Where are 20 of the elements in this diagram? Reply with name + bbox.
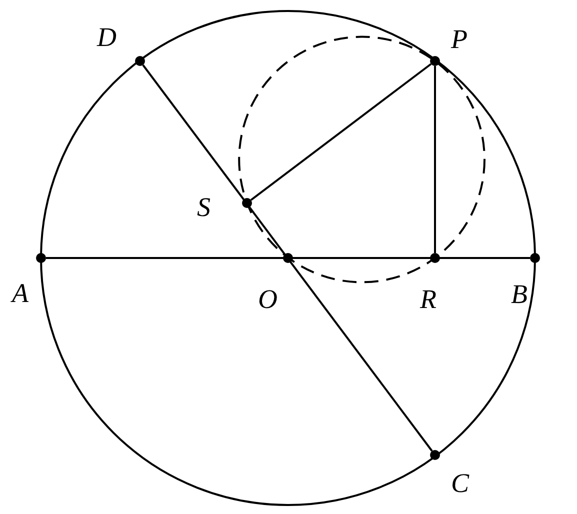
point-dot (283, 253, 293, 263)
point-label: A (12, 280, 28, 307)
point-label: D (97, 24, 116, 51)
point-dot (36, 253, 46, 263)
line-segment (46, 257, 530, 259)
point-dot (530, 253, 540, 263)
point-label: R (420, 286, 436, 313)
line-segment (250, 63, 432, 201)
point-label: B (511, 281, 528, 308)
point-dot (242, 198, 252, 208)
point-label: P (451, 26, 468, 53)
point-dot (430, 253, 440, 263)
point-dot (135, 56, 145, 66)
line-segment (434, 66, 436, 253)
line-segment (142, 64, 433, 452)
point-label: O (258, 286, 278, 313)
point-label: C (451, 470, 470, 497)
point-dot (430, 56, 440, 66)
point-dot (430, 450, 440, 460)
point-label: S (197, 194, 210, 221)
